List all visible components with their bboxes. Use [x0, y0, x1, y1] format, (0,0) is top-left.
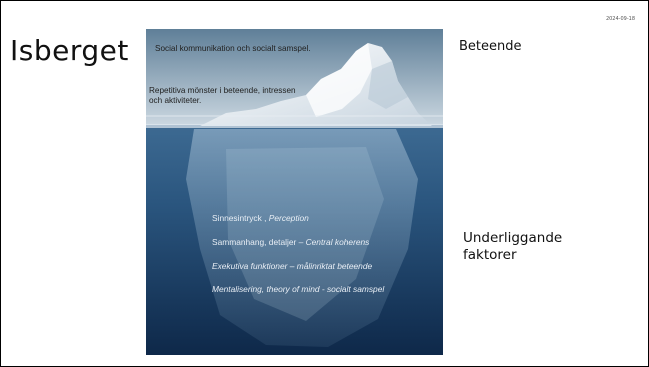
behaviour-item-2: Repetitiva mönster i beteende, intressen… — [149, 86, 296, 105]
label-underlying-factors: Underliggande faktorer — [463, 230, 563, 263]
iceberg-image: Social kommunikation och socialt samspel… — [146, 29, 443, 355]
factor-3-italic: Exekutiva funktioner – målinriktat betee… — [212, 261, 373, 271]
factor-item-4: Mentalisering, theory of mind - socialt … — [212, 284, 440, 294]
factor-item-1: Sinnesintryck , Perception — [212, 213, 432, 223]
factor-2-italic: Central koherens — [305, 237, 370, 247]
iceberg-illustration — [146, 29, 443, 355]
slide-title: Isberget — [10, 34, 129, 67]
behaviour-item-1: Social kommunikation och socialt samspel… — [155, 44, 311, 53]
slide-date: 2024-09-18 — [605, 16, 635, 22]
factor-item-3: Exekutiva funktioner – målinriktat betee… — [212, 261, 437, 271]
factor-1-text: Sinnesintryck , — [212, 213, 269, 223]
factor-1-italic: Perception — [268, 213, 309, 223]
factor-2-text: Sammanhang, detaljer – — [212, 237, 306, 247]
factor-4-italic: Mentalisering, theory of mind - socialt … — [212, 284, 385, 294]
label-behaviour: Beteende — [459, 39, 522, 54]
factor-item-2: Sammanhang, detaljer – Central koherens — [212, 237, 437, 247]
